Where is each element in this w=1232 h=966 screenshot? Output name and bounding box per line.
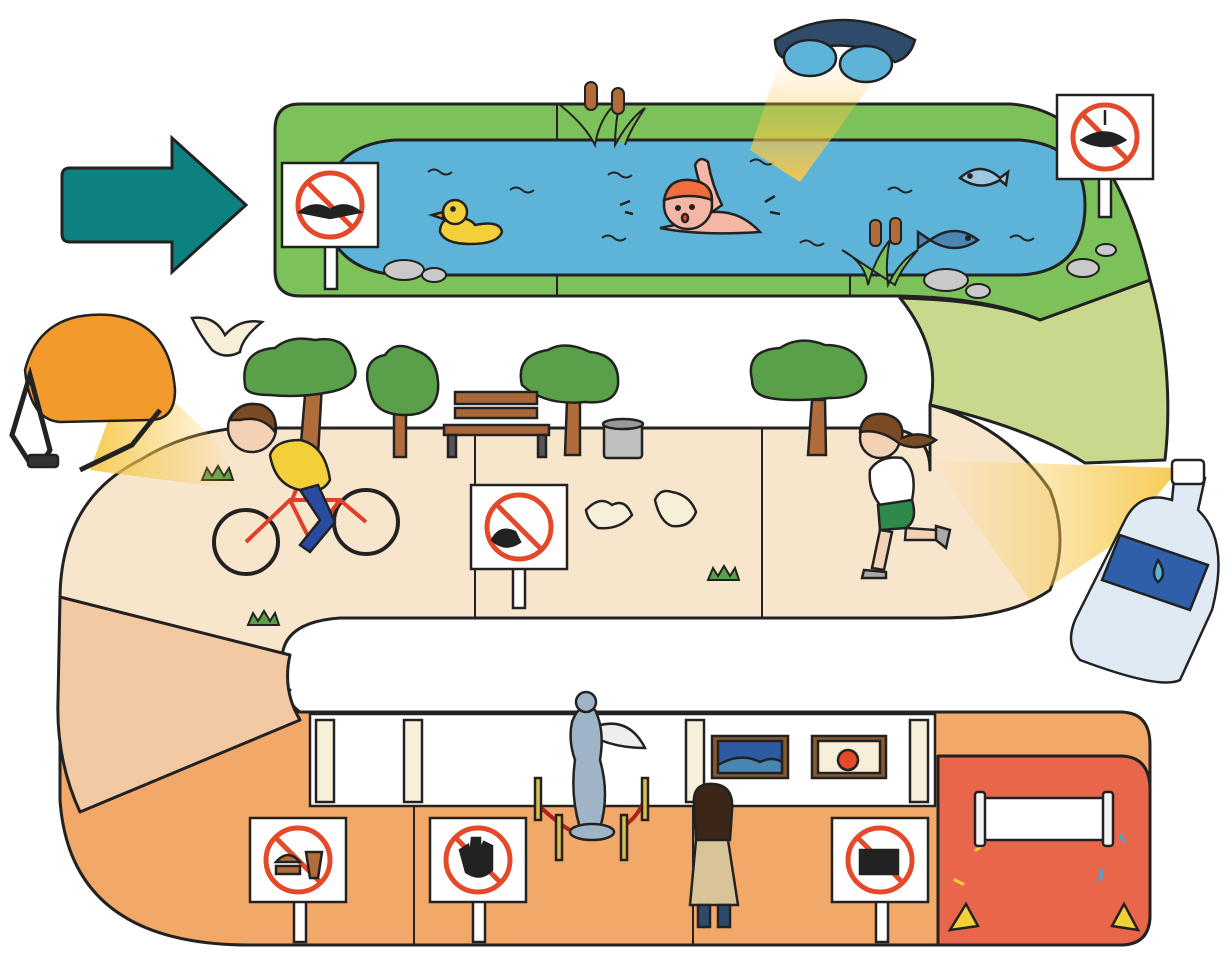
path-loop-lower [56,595,302,814]
party-poppers [947,901,1141,932]
sign-no-touching [428,816,528,944]
goggles-beam [750,60,880,182]
flying-bird [190,316,265,357]
tree-1 [243,337,357,457]
bottle-beam [930,460,1180,600]
painting-apple [810,734,888,780]
camera-icon [858,848,900,876]
painting-night [710,734,790,780]
hand-icon [458,836,494,878]
tree-2 [365,344,440,459]
swim-goggles [773,18,917,84]
sign-no-fishing [1055,93,1155,219]
burger-drink-icon [273,850,324,880]
finish-banner [973,790,1115,848]
duck [427,198,504,246]
park-bench [442,390,551,459]
tree-3 [519,344,620,457]
swimmer [619,157,781,235]
fish-hook-icon [1079,110,1128,148]
runner [858,412,952,580]
trash-can [601,417,645,460]
tree-4 [749,339,868,457]
sign-no-feeding-birds [469,483,569,610]
water-bottle [1069,458,1220,684]
museum [308,690,1141,932]
museum-columns [314,718,930,804]
helmet-icon [23,313,177,424]
rope-barrier [533,776,650,862]
feed-bird-icon [490,528,522,548]
sign-no-photography [830,816,930,944]
start-arrow [60,134,249,276]
pond-rocks [383,243,1117,299]
sign-no-food-drink [248,816,348,944]
museum-visitor [688,782,740,929]
water-ripples [427,158,1035,247]
ground-birds [584,489,698,530]
fish-2 [916,229,981,251]
cyclist [212,402,400,576]
bike-helmet [9,313,177,473]
cattails-top [559,81,646,149]
cattails-right [841,217,919,289]
fish-1 [957,167,1010,188]
angel-statue [568,690,648,842]
throw-stone-icon [297,204,363,220]
sign-no-throwing-stones [280,161,380,291]
park-scenery [190,316,868,626]
